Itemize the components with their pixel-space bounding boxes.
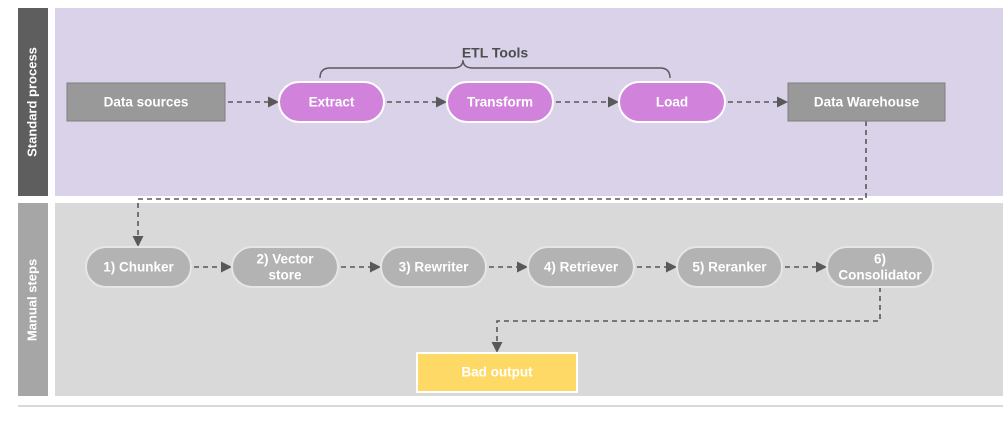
node-data-sources[interactable]: Data sources: [66, 82, 226, 122]
node-vector-store-label-line2: store: [268, 268, 302, 283]
connector-vector-store-to-rewriter: [341, 261, 381, 273]
connector-data-sources-to-extract: [228, 96, 279, 108]
node-vector-store-label-line1: 2) Vector: [256, 252, 314, 267]
etl-tools-bracket: [319, 59, 671, 79]
connector-load-to-data-warehouse: [728, 96, 788, 108]
node-transform[interactable]: Transform: [446, 81, 554, 123]
manual-steps-band-label-bg: [18, 203, 48, 396]
arrowhead-icon: [268, 96, 279, 108]
node-consolidator[interactable]: 6) Consolidator: [826, 246, 934, 288]
node-chunker[interactable]: 1) Chunker: [85, 246, 192, 288]
node-bad-output[interactable]: Bad output: [416, 352, 578, 393]
node-data-warehouse[interactable]: Data Warehouse: [787, 82, 946, 122]
standard-process-band-label-bg: [18, 8, 48, 196]
node-retriever[interactable]: 4) Retriever: [527, 246, 635, 288]
etl-tools-label: ETL Tools: [462, 45, 529, 61]
connector-chunker-to-vector-store: [194, 261, 232, 273]
node-consolidator-label-line2: Consolidator: [838, 268, 922, 283]
node-extract[interactable]: Extract: [278, 81, 385, 123]
arrowhead-icon: [608, 96, 619, 108]
etl-tools-bracket-group: ETL Tools: [319, 45, 671, 79]
connector-reranker-to-consolidator: [785, 261, 827, 273]
node-extract-label: Extract: [309, 95, 355, 110]
connector-consolidator-to-bad-output: [491, 287, 881, 353]
node-rewriter-label: 3) Rewriter: [399, 260, 470, 275]
arrowhead-icon: [221, 261, 232, 273]
arrowhead-icon: [370, 261, 381, 273]
node-reranker[interactable]: 5) Reranker: [676, 246, 783, 288]
connectors-standard-process: [228, 96, 788, 108]
arrowhead-icon: [816, 261, 827, 273]
arrowhead-icon: [436, 96, 447, 108]
node-vector-store[interactable]: 2) Vector store: [231, 246, 339, 288]
node-data-sources-label: Data sources: [104, 95, 189, 110]
node-data-warehouse-label: Data Warehouse: [814, 95, 920, 110]
node-reranker-label: 5) Reranker: [692, 260, 767, 275]
arrowhead-icon: [517, 261, 528, 273]
node-transform-label: Transform: [467, 95, 533, 110]
connector-extract-to-transform: [387, 96, 447, 108]
node-retriever-label: 4) Retriever: [544, 260, 619, 275]
arrowhead-icon: [132, 236, 144, 247]
arrowhead-icon: [491, 342, 503, 353]
connectors-manual-steps: [194, 261, 827, 273]
node-chunker-label: 1) Chunker: [103, 260, 174, 275]
connector-retriever-to-reranker: [637, 261, 677, 273]
node-load-label: Load: [656, 95, 688, 110]
connector-rewriter-to-retriever: [489, 261, 528, 273]
node-consolidator-label-line1: 6): [874, 252, 886, 267]
arrowhead-icon: [777, 96, 788, 108]
connector-data-warehouse-to-chunker: [132, 121, 867, 247]
manual-steps-band-label: Manual steps: [24, 259, 39, 341]
connector-transform-to-load: [556, 96, 619, 108]
node-bad-output-label: Bad output: [461, 365, 533, 380]
standard-process-band-label: Standard process: [24, 47, 39, 157]
node-load[interactable]: Load: [618, 81, 726, 123]
node-rewriter[interactable]: 3) Rewriter: [380, 246, 487, 288]
arrowhead-icon: [666, 261, 677, 273]
